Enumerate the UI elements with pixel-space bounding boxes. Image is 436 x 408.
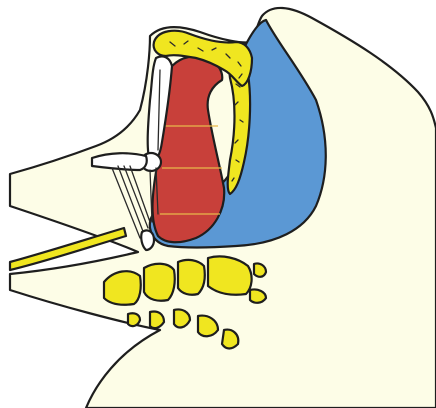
vertebra-small-5 bbox=[222, 330, 238, 349]
vertebra-small-3 bbox=[174, 309, 190, 327]
vertebra-knob-small bbox=[254, 263, 266, 276]
vertebra-side-piece bbox=[250, 289, 266, 302]
vertebra-block-2 bbox=[144, 264, 175, 301]
vertebra-small-1 bbox=[128, 313, 140, 326]
vertebra-block-1 bbox=[104, 271, 141, 305]
bony-tip bbox=[141, 230, 154, 250]
vertebra-block-3 bbox=[178, 260, 205, 295]
vertebra-small-2 bbox=[150, 311, 164, 328]
white-horizontal-bone bbox=[92, 153, 147, 170]
